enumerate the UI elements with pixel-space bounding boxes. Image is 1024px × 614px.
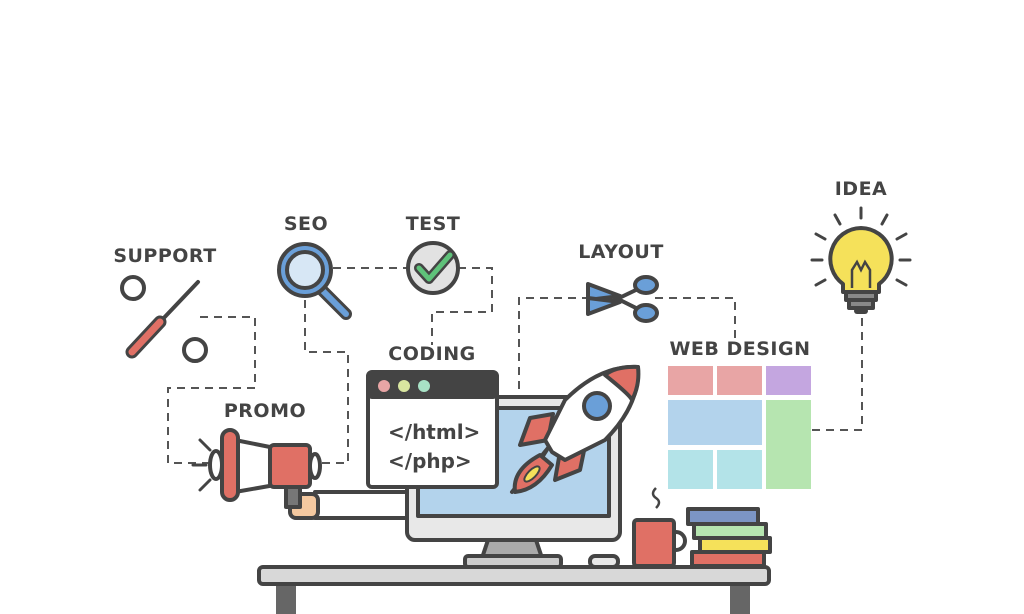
code-window: </html> </php> xyxy=(366,370,499,489)
checkmark-icon xyxy=(406,241,460,295)
label-layout: LAYOUT xyxy=(578,241,664,263)
window-dot-red xyxy=(378,380,390,392)
label-seo: SEO xyxy=(284,213,328,235)
label-idea: IDEA xyxy=(835,178,888,200)
coffee-mug-icon xyxy=(632,487,687,568)
lightbulb-icon xyxy=(810,206,912,314)
connector-lines xyxy=(167,267,863,464)
rocket-icon xyxy=(510,364,641,494)
scissors-icon xyxy=(586,275,659,323)
code-line-php: </php> xyxy=(388,449,472,473)
magnifier-icon xyxy=(277,242,352,320)
mouse xyxy=(588,554,620,569)
window-dot-green xyxy=(418,380,430,392)
label-test: TEST xyxy=(406,213,461,235)
megaphone-icon xyxy=(191,428,322,509)
web-design-layout-grid xyxy=(668,366,811,489)
label-web-design: WEB DESIGN xyxy=(669,338,810,360)
label-coding: CODING xyxy=(388,343,475,365)
books-stack xyxy=(686,507,772,568)
desk xyxy=(257,565,771,614)
wrench-screwdriver-icon xyxy=(120,275,208,363)
hand-arm xyxy=(288,490,409,520)
code-line-html: </html> xyxy=(388,420,480,444)
window-dot-yellow xyxy=(398,380,410,392)
label-promo: PROMO xyxy=(224,400,306,422)
label-support: SUPPORT xyxy=(113,245,216,267)
